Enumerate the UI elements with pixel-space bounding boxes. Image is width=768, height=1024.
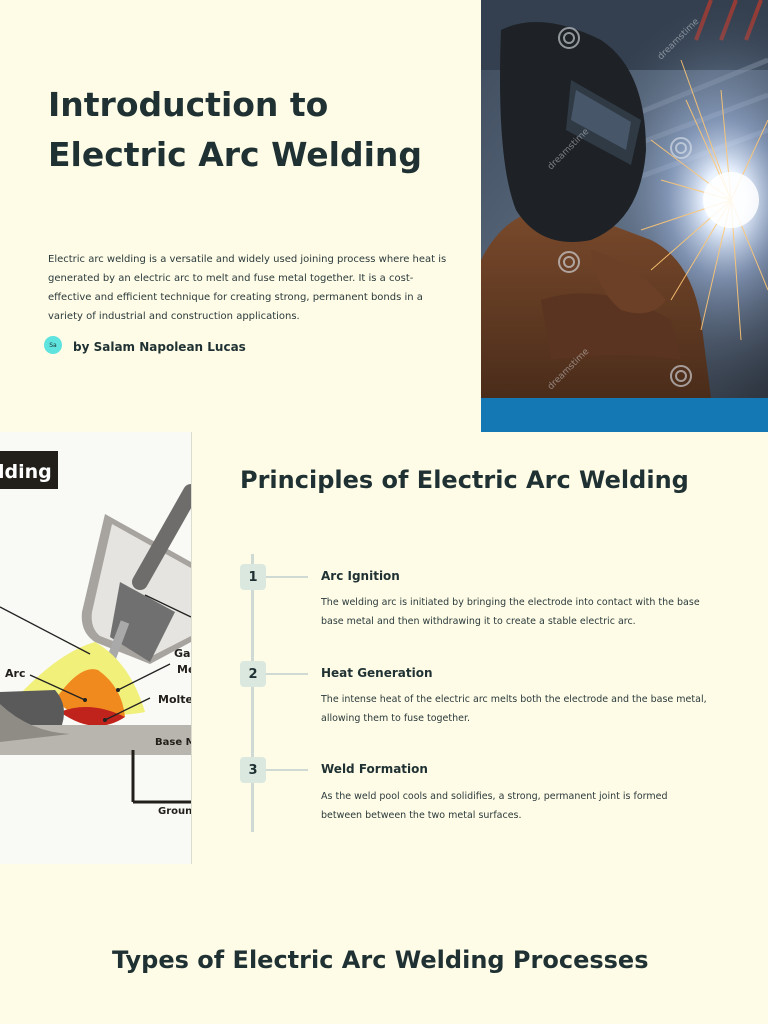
step-text: The welding arc is initiated by bringing… (321, 597, 700, 627)
welding-diagram: lding Arc Gas Me Molte Base M Groun (0, 432, 192, 864)
diagram-label-ground: Groun (158, 806, 191, 817)
step-text: The intense heat of the electric arc mel… (321, 694, 707, 724)
step-number: 1 (240, 564, 266, 590)
hero-title-line2: Electric Arc Welding (48, 135, 423, 174)
step-number: 2 (240, 661, 266, 687)
diagram-label-arc: Arc (5, 667, 25, 680)
step-number: 3 (240, 757, 266, 783)
step-title: Arc Ignition (321, 569, 400, 583)
diagram-label-base: Base M (155, 737, 191, 748)
diagram-label-molten: Molte (158, 693, 191, 706)
section-title-principles: Principles of Electric Arc Welding (240, 466, 689, 494)
diagram-label-gas: Gas (174, 647, 191, 660)
step-connector (266, 673, 308, 675)
welder-photo-illustration: dreamstime dreamstime dreamstime (481, 0, 768, 398)
section-title-types: Types of Electric Arc Welding Processes (112, 946, 649, 974)
photo-accent-bar (481, 398, 768, 432)
step-connector (266, 769, 308, 771)
welder-photo: dreamstime dreamstime dreamstime (481, 0, 768, 398)
author-name: by Salam Napolean Lucas (73, 340, 246, 354)
diagram-banner: lding (0, 461, 52, 483)
step-title: Heat Generation (321, 666, 433, 680)
step-connector (266, 576, 308, 578)
hero-description: Electric arc welding is a versatile and … (48, 254, 447, 322)
hero-title-line1: Introduction to (48, 85, 329, 124)
step-text: As the weld pool cools and solidifies, a… (321, 791, 668, 821)
timeline-line (251, 554, 254, 832)
diagram-label-metal: Me (177, 663, 191, 676)
hero-title: Introduction to Electric Arc Welding (48, 80, 468, 180)
step-title: Weld Formation (321, 762, 428, 776)
avatar: Sa (44, 336, 62, 354)
welding-diagram-illustration: lding Arc Gas Me Molte Base M Groun (0, 451, 191, 817)
